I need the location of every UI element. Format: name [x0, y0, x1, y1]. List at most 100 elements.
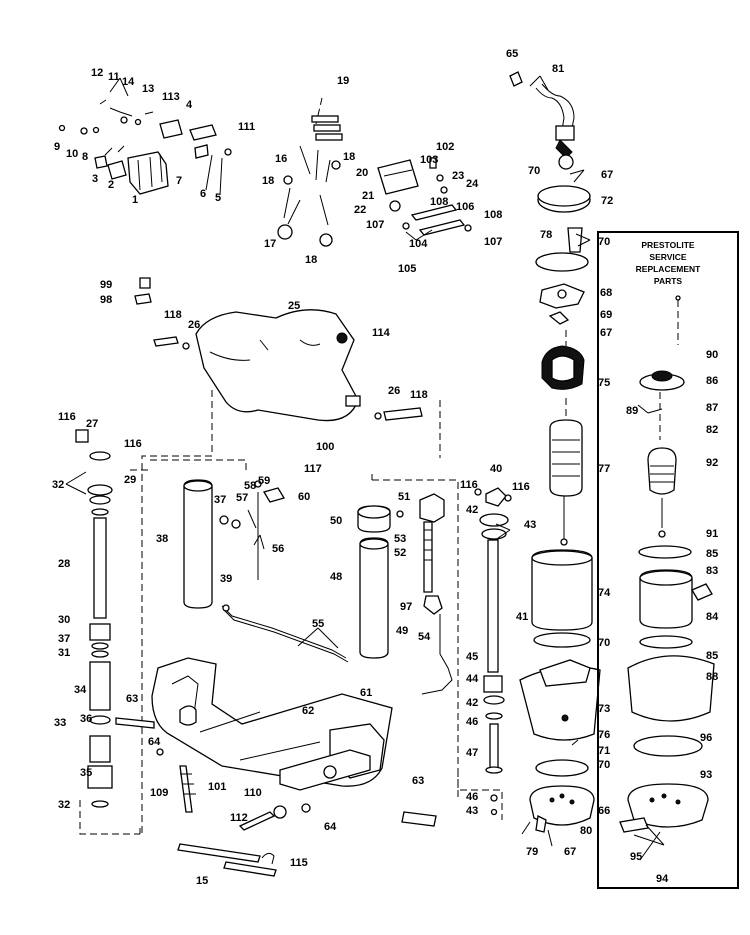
callout-labels: 12 11 14 13 113 4 9 10 8 3 2 1 7 6 5 111… — [52, 48, 719, 887]
callout-79: 79 — [526, 846, 538, 858]
callout-118b: 118 — [410, 389, 428, 401]
callout-59: 59 — [258, 475, 270, 487]
callout-105: 105 — [398, 263, 416, 275]
callout-46b: 46 — [466, 791, 478, 803]
callout-75: 75 — [598, 377, 610, 389]
callout-29: 29 — [124, 474, 136, 486]
callout-47: 47 — [466, 747, 478, 759]
callout-81: 81 — [552, 63, 564, 75]
callout-49: 49 — [396, 625, 408, 637]
callout-43b: 43 — [466, 805, 478, 817]
callout-43: 43 — [524, 519, 536, 531]
callout-62: 62 — [302, 705, 314, 717]
parts-group-switch — [58, 99, 232, 196]
callout-57: 57 — [236, 492, 248, 504]
callout-37b: 37 — [214, 494, 226, 506]
callout-116: 116 — [58, 411, 76, 423]
callout-9: 9 — [54, 141, 60, 153]
callout-31: 31 — [58, 647, 70, 659]
callout-27: 27 — [86, 418, 98, 430]
callout-38: 38 — [156, 533, 168, 545]
callout-7: 7 — [176, 175, 182, 187]
callout-104: 104 — [409, 238, 428, 250]
callout-74: 74 — [598, 587, 611, 599]
callout-44: 44 — [466, 673, 479, 685]
callout-113: 113 — [162, 91, 180, 103]
callout-40: 40 — [490, 463, 502, 475]
callout-64b: 64 — [324, 821, 337, 833]
callout-71: 71 — [598, 745, 610, 757]
callout-60: 60 — [298, 491, 310, 503]
callout-118: 118 — [164, 309, 182, 321]
callout-45: 45 — [466, 651, 478, 663]
parts-group-valve — [457, 487, 512, 820]
callout-1: 1 — [132, 194, 138, 206]
callout-16: 16 — [275, 153, 287, 165]
parts-group-stern-bracket — [115, 657, 437, 877]
callout-37: 37 — [58, 633, 70, 645]
callout-39: 39 — [220, 573, 232, 585]
inset-title-line-2: SERVICE — [649, 252, 686, 262]
callout-86: 86 — [706, 375, 718, 387]
callout-106: 106 — [456, 201, 474, 213]
callout-95: 95 — [630, 851, 642, 863]
callout-42b: 42 — [466, 697, 478, 709]
callout-19: 19 — [337, 75, 349, 87]
callout-72: 72 — [601, 195, 613, 207]
callout-101: 101 — [208, 781, 226, 793]
callout-63: 63 — [126, 693, 138, 705]
callout-22: 22 — [354, 204, 366, 216]
callout-42: 42 — [466, 504, 478, 516]
callout-17: 17 — [264, 238, 276, 250]
callout-26: 26 — [188, 319, 200, 331]
callout-14: 14 — [122, 76, 135, 88]
callout-48: 48 — [330, 571, 342, 583]
parts-group-starter — [509, 71, 601, 847]
callout-96: 96 — [700, 732, 712, 744]
callout-4: 4 — [186, 99, 193, 111]
callout-18b: 18 — [262, 175, 274, 187]
callout-13: 13 — [142, 83, 154, 95]
callout-51: 51 — [398, 491, 410, 503]
callout-56: 56 — [272, 543, 284, 555]
callout-67c: 67 — [564, 846, 576, 858]
callout-83: 83 — [706, 565, 718, 577]
callout-67b: 67 — [600, 327, 612, 339]
callout-8: 8 — [82, 151, 88, 163]
callout-107b: 107 — [484, 236, 502, 248]
callout-70: 70 — [528, 165, 540, 177]
callout-102: 102 — [436, 141, 454, 153]
callout-33: 33 — [54, 717, 66, 729]
callout-41: 41 — [516, 611, 528, 623]
callout-85b: 85 — [706, 650, 718, 662]
callout-90: 90 — [706, 349, 718, 361]
callout-28: 28 — [58, 558, 70, 570]
callout-3: 3 — [92, 173, 98, 185]
callout-70b: 70 — [598, 236, 610, 248]
callout-25: 25 — [288, 300, 300, 312]
callout-70d: 70 — [598, 759, 610, 771]
callout-36: 36 — [80, 713, 92, 725]
callout-52: 52 — [394, 547, 406, 559]
callout-70c: 70 — [598, 637, 610, 649]
callout-30: 30 — [58, 614, 70, 626]
callout-23: 23 — [452, 170, 464, 182]
callout-67: 67 — [601, 169, 613, 181]
callout-108: 108 — [430, 196, 448, 208]
callout-115: 115 — [290, 857, 308, 869]
callout-99: 99 — [100, 279, 112, 291]
callout-108b: 108 — [484, 209, 502, 221]
callout-107: 107 — [366, 219, 384, 231]
parts-group-cylinders — [146, 459, 459, 800]
callout-50: 50 — [330, 515, 342, 527]
callout-18: 18 — [343, 151, 355, 163]
callout-92: 92 — [706, 457, 718, 469]
leader-lines — [65, 75, 665, 846]
callout-32b: 32 — [58, 799, 70, 811]
callout-18c: 18 — [305, 254, 317, 266]
callout-69: 69 — [600, 309, 612, 321]
callout-54: 54 — [418, 631, 431, 643]
callout-91: 91 — [706, 528, 718, 540]
callout-35: 35 — [80, 767, 92, 779]
